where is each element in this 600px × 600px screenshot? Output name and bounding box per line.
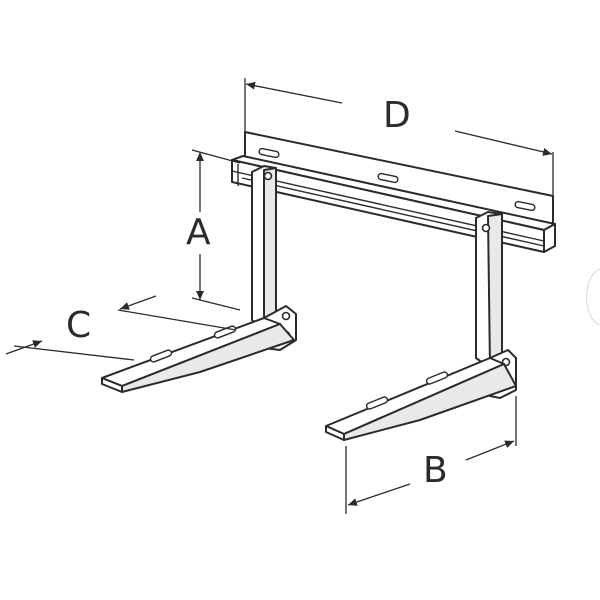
dimension-c-line-bottom <box>5 340 43 355</box>
dimension-c: C <box>5 295 237 361</box>
left-bracket-arm-side <box>263 167 277 331</box>
wall-plate-slot <box>514 200 536 212</box>
right-bracket-arm-tip <box>325 425 345 441</box>
right-bracket-top-bolt <box>481 223 491 233</box>
mounting-rail <box>231 155 556 253</box>
dimension-c-line-top <box>119 295 157 310</box>
dimension-b-line-right <box>465 440 515 461</box>
right-bracket-slot <box>425 371 449 385</box>
dimension-d-line-left <box>245 81 343 104</box>
dimension-c-extension-top <box>117 309 237 331</box>
dimension-a: A <box>186 149 241 311</box>
dimension-c-extension-bottom <box>13 345 135 361</box>
left-bracket <box>101 165 297 393</box>
left-bracket-arm-tip <box>101 377 123 393</box>
dimension-d: D <box>244 78 554 200</box>
dimension-b-label: B <box>423 450 448 491</box>
right-bracket-arm-side <box>487 213 503 369</box>
dimension-b-line-left <box>347 483 411 506</box>
dimension-b: B <box>345 396 517 514</box>
dimension-d-line-right <box>454 130 553 156</box>
dimension-a-extension-bottom <box>191 297 241 311</box>
rail-end-cap <box>543 223 556 253</box>
left-bracket-slot <box>149 349 173 363</box>
wall-plate-slot <box>377 172 399 184</box>
dimension-a-extension-top <box>191 149 241 164</box>
wall-plate-slot <box>258 147 280 159</box>
dimension-a-label: A <box>186 212 211 253</box>
dimension-c-label: C <box>66 305 91 346</box>
right-bracket-slot <box>365 396 389 410</box>
left-bracket-corner-bolt <box>281 311 291 321</box>
left-bracket-arm-underside <box>121 323 295 393</box>
right-bracket <box>325 211 517 441</box>
left-bracket-top-bolt <box>263 171 273 181</box>
dimension-d-label: D <box>383 95 411 136</box>
